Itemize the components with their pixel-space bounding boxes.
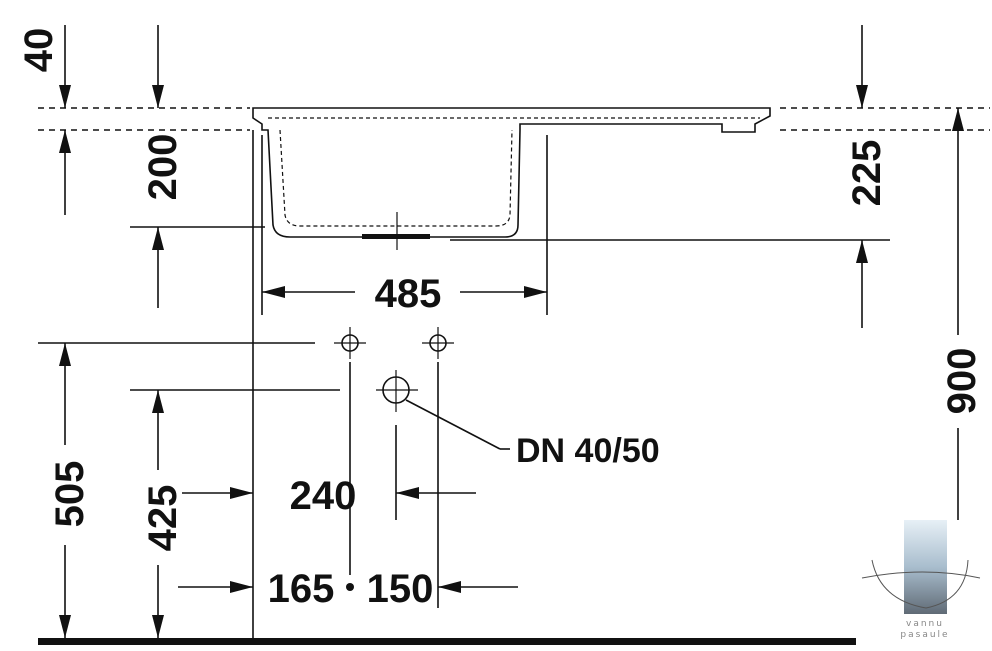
tap-holes — [334, 327, 454, 359]
dim-total-height: 900 — [940, 108, 984, 520]
floor-line — [38, 638, 856, 645]
waste-outlet — [376, 370, 510, 450]
dim-label-bowl-width: 485 — [375, 272, 442, 316]
dim-label-total-height: 900 — [940, 348, 984, 415]
dim-label-left-offset: 165 — [268, 567, 335, 611]
dim-label-tap-height: 505 — [48, 461, 92, 528]
dim-label-tap-spacing: 150 — [367, 567, 434, 611]
dim-bowl-width: 485 — [261, 135, 548, 316]
dim-waste-height: 425 — [130, 389, 340, 638]
dim-label-waste-height: 425 — [141, 485, 185, 552]
waste-size-label: DN 40/50 — [516, 432, 660, 470]
dim-label-drain-depth: 225 — [845, 140, 889, 207]
dim-tap-height: 505 — [38, 342, 315, 638]
extension-lines — [252, 130, 439, 638]
dim-waste-offset: 240 — [182, 474, 476, 518]
dim-label-bowl-depth: 200 — [141, 134, 185, 201]
dim-top-thickness: 40 — [17, 25, 71, 215]
top-reference-lines — [38, 107, 990, 131]
sink-profile — [252, 107, 771, 250]
dim-label-top-thickness: 40 — [17, 28, 61, 73]
dim-tap-offsets: 165 150 — [178, 567, 518, 611]
dim-bowl-depth: 200 — [130, 25, 265, 308]
watermark-text-2: pasaule — [900, 630, 949, 640]
watermark-text-1: vannu — [906, 619, 944, 629]
watermark-logo: vannu pasaule — [861, 520, 981, 640]
dim-label-waste-offset: 240 — [290, 474, 357, 518]
dim-drain-depth: 225 — [450, 25, 890, 328]
